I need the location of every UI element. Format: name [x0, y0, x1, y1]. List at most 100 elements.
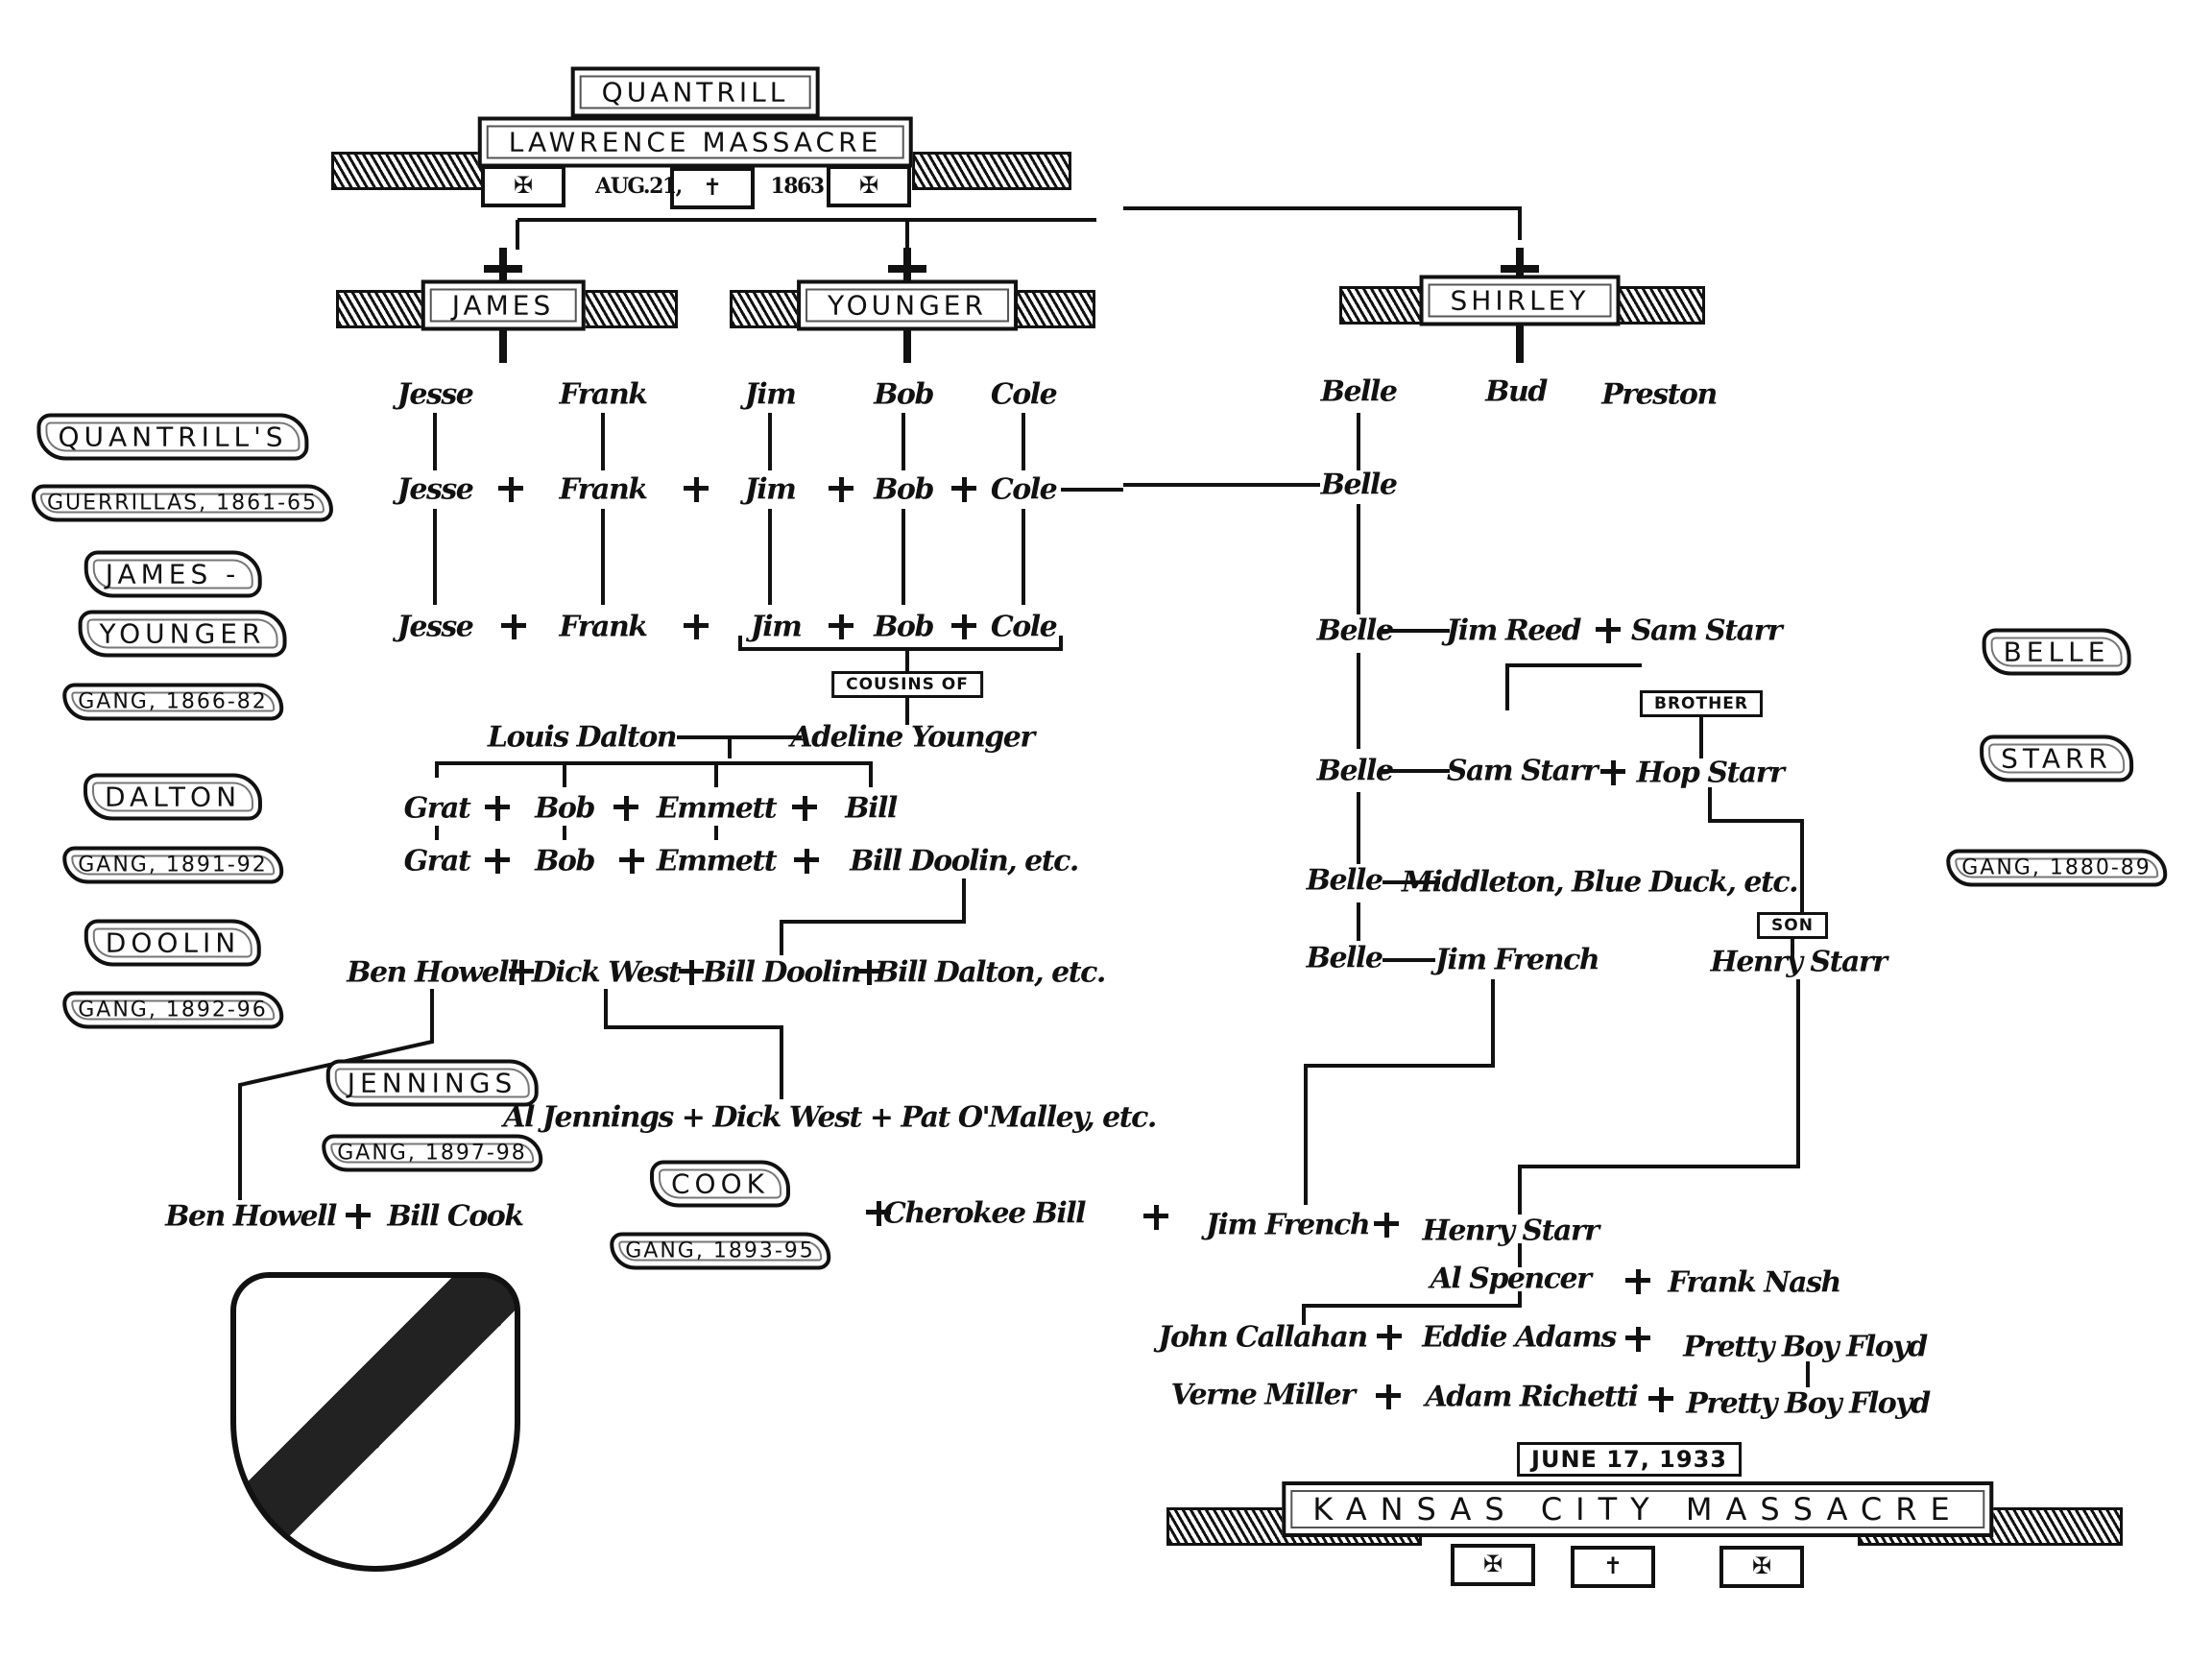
plus-icon: [829, 614, 854, 639]
doolin-ribbon-line2: GANG, 1892-96: [62, 991, 283, 1029]
cousins-of-label: COUSINS OF: [831, 671, 983, 698]
person-name: Jim: [750, 610, 803, 644]
plus-icon: [1648, 1387, 1673, 1412]
belle-starr-ribbon-line3: GANG, 1880-89: [1946, 849, 2167, 887]
jennings-ribbon-line1: JENNINGS: [325, 1059, 539, 1107]
person-name: Jim: [744, 377, 797, 412]
person-name: Ben Howell: [347, 955, 518, 990]
person-name: Frank: [559, 377, 648, 412]
plus-icon: [1625, 1269, 1650, 1294]
banner-wing-right: [912, 152, 1071, 190]
outlaw-shield-emblem: [230, 1272, 520, 1572]
person-name: Jim Reed: [1446, 613, 1581, 648]
person-name: Frank: [559, 610, 648, 644]
plus-icon: [866, 1201, 891, 1226]
person-name: Henry Starr: [1422, 1214, 1600, 1248]
belle-starr-ribbon-line1: BELLE: [1982, 628, 2131, 676]
person-name: Bob: [874, 610, 934, 644]
lawrence-massacre-banner: LAWRENCE MASSACRE: [477, 116, 913, 168]
plus-icon: [951, 614, 976, 639]
plus-icon: [1625, 1327, 1650, 1352]
cook-ribbon-line1: COOK: [650, 1160, 790, 1208]
cook-ribbon-line2: GANG, 1893-95: [610, 1232, 830, 1270]
plus-icon: [1374, 1213, 1399, 1238]
brother-label: BROTHER: [1639, 690, 1764, 717]
tombstone-icon: ✠: [481, 165, 565, 207]
person-name: Dick West: [531, 955, 682, 990]
younger-family-banner: YOUNGER: [797, 279, 1018, 331]
kansas-city-massacre-banner: KANSAS CITY MASSACRE: [1282, 1481, 1994, 1537]
plus-icon: [684, 614, 709, 639]
person-name: Adeline Younger: [790, 720, 1035, 755]
person-name: Cole: [990, 472, 1058, 507]
james-family-banner: JAMES: [421, 279, 586, 331]
quantrill-ribbon-line1: QUANTRILL'S: [36, 413, 309, 461]
person-name: Bob: [874, 377, 934, 412]
plus-icon: [679, 960, 704, 985]
person-name: Adam Richetti: [1425, 1380, 1639, 1414]
person-name: Belle: [1320, 374, 1398, 409]
person-name: Bud: [1485, 374, 1548, 409]
date-right: 1863: [770, 174, 825, 199]
person-name: Jim: [744, 472, 797, 507]
person-name: Bill Doolin, etc.: [850, 844, 1079, 878]
date-left: AUG.21,: [595, 174, 683, 199]
james-younger-ribbon-line2: YOUNGER: [78, 610, 287, 658]
tombstone-icon: ✠: [1451, 1544, 1535, 1586]
plus-icon: [856, 960, 881, 985]
person-name: Louis Dalton: [487, 720, 678, 755]
son-label: SON: [1757, 912, 1828, 939]
person-name: Belle: [1316, 754, 1394, 788]
plus-icon: [613, 796, 638, 821]
plus-icon: [1377, 1325, 1402, 1350]
person-name: Grat: [403, 791, 471, 826]
plus-icon: [619, 849, 644, 874]
plus-icon: [951, 477, 976, 502]
plus-icon: [684, 477, 709, 502]
james-younger-ribbon-line3: GANG, 1866-82: [62, 683, 283, 721]
person-name: Bob: [535, 791, 595, 826]
person-name: Middleton, Blue Duck, etc.: [1401, 865, 1799, 900]
person-name: Belle: [1306, 863, 1383, 898]
tombstone-icon: ✝: [1571, 1546, 1655, 1588]
plus-icon: [485, 849, 510, 874]
plus-icon: [1376, 1384, 1401, 1409]
person-name: Grat: [403, 844, 471, 878]
plus-icon: [1143, 1205, 1168, 1230]
person-name: Ben Howell: [165, 1199, 337, 1234]
plus-icon: [498, 477, 523, 502]
person-name: Preston: [1601, 377, 1718, 412]
belle-starr-ribbon-line2: STARR: [1980, 734, 2133, 782]
person-name: Pretty Boy Floyd: [1686, 1386, 1931, 1421]
dalton-ribbon-line2: GANG, 1891-92: [62, 846, 283, 884]
person-name: Pretty Boy Floyd: [1683, 1330, 1928, 1364]
person-name: Bill Dalton, etc.: [875, 955, 1106, 990]
person-name: Frank Nash: [1668, 1265, 1841, 1300]
person-name: Jim French: [1205, 1208, 1371, 1242]
tombstone-icon: ✠: [1719, 1546, 1804, 1588]
jennings-gang-members: Al Jennings + Dick West + Pat O'Malley, …: [503, 1100, 1157, 1135]
person-name: Belle: [1306, 941, 1383, 975]
person-name: Cherokee Bill: [882, 1196, 1087, 1231]
plus-icon: [829, 477, 854, 502]
massacre-date: JUNE 17, 1933: [1517, 1442, 1742, 1477]
shirley-family-banner: SHIRLEY: [1419, 275, 1621, 326]
banner-wing-left: [331, 152, 491, 190]
doolin-ribbon-line1: DOOLIN: [84, 919, 262, 967]
person-name: Jesse: [397, 472, 474, 507]
person-name: Cole: [990, 377, 1058, 412]
person-name: Bill Cook: [387, 1199, 524, 1234]
plus-icon: [346, 1204, 371, 1229]
person-name: Frank: [559, 472, 648, 507]
plus-icon: [509, 960, 534, 985]
person-name: Eddie Adams: [1422, 1320, 1617, 1355]
plus-icon: [1596, 618, 1621, 643]
person-name: Sam Starr: [1630, 613, 1783, 648]
plus-icon: [485, 796, 510, 821]
person-name: Bob: [874, 472, 934, 507]
person-name: Emmett: [656, 844, 778, 878]
quantrill-banner: QUANTRILL: [570, 66, 820, 118]
person-name: Belle: [1316, 613, 1394, 648]
person-name: Sam Starr: [1446, 754, 1599, 788]
